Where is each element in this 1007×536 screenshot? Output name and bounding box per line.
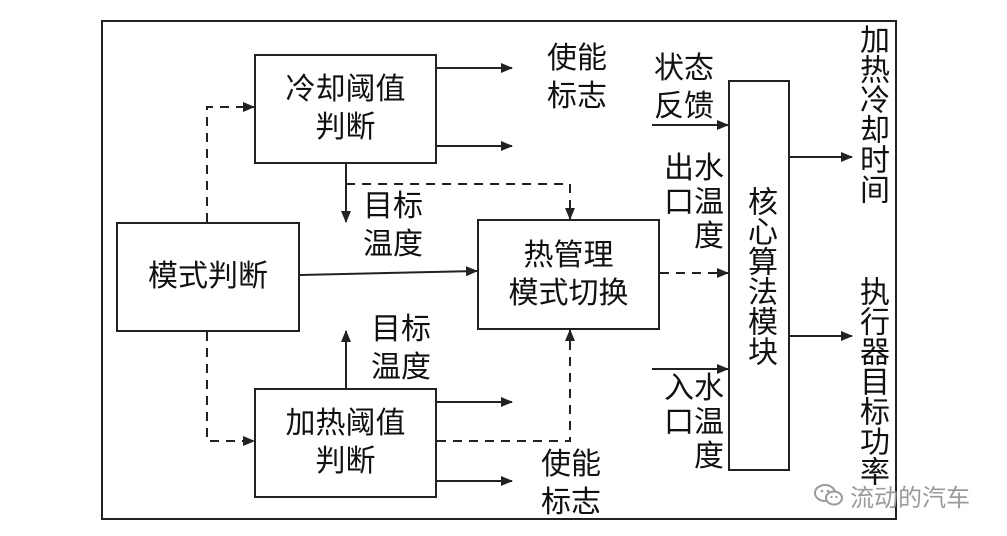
thermal-mode-switch-label: 热管理 模式切换 — [508, 237, 629, 311]
thermal-mode-switch-box: 热管理 模式切换 — [477, 219, 660, 330]
outlet-temp-label: 出水 口温 度 — [664, 151, 724, 254]
state-feedback-label: 状态 反馈 — [654, 51, 714, 124]
actuator-target-power-label: 执行器目标功率 — [854, 276, 889, 486]
heating-threshold-label: 加热阈值 判断 — [285, 406, 406, 479]
arrow-mode-to-thermal — [299, 266, 478, 277]
dashed-mode-to-cooling — [206, 102, 255, 222]
target-temp-top-label: 目标 温度 — [363, 189, 423, 262]
core-algorithm-box: 核心算法模块 — [728, 80, 790, 471]
inlet-temp-label: 入水 口温 度 — [664, 371, 724, 474]
mode-judgment-box: 模式判断 — [116, 222, 300, 332]
dashed-cooling-to-thermal — [346, 183, 575, 220]
dashed-heating-to-thermal — [437, 329, 575, 442]
watermark-text: 流动的汽车 — [850, 484, 970, 512]
diagram-frame — [101, 20, 897, 520]
enable-flag-top-label: 使能 标志 — [547, 41, 607, 114]
heating-threshold-box: 加热阈值 判断 — [254, 388, 437, 498]
wechat-icon — [814, 484, 843, 506]
enable-flag-bottom-label: 使能 标志 — [541, 447, 601, 520]
core-algorithm-label: 核心算法模块 — [742, 185, 777, 366]
heat-cool-time-label: 加热冷却时间 — [854, 24, 889, 204]
target-temp-bottom-label: 目标 温度 — [371, 312, 431, 385]
mode-judgment-label: 模式判断 — [148, 259, 268, 294]
cooling-threshold-label: 冷却阈值 判断 — [285, 72, 406, 145]
cooling-threshold-box: 冷却阈值 判断 — [254, 54, 437, 164]
dashed-mode-to-heating — [206, 332, 255, 446]
